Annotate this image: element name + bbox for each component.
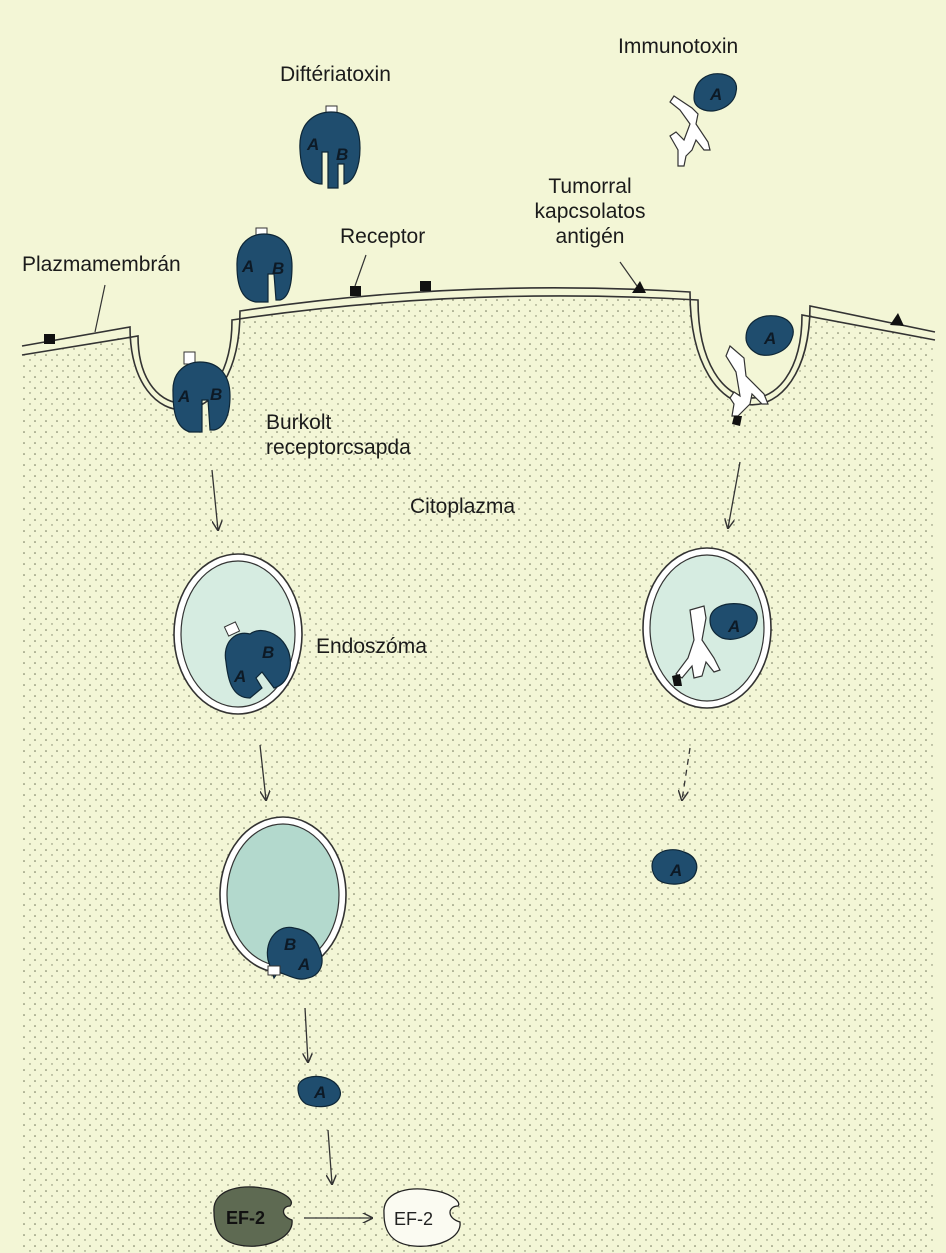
svg-text:A: A <box>709 85 722 104</box>
label-tumor-antigen-line: kapcsolatos <box>520 199 660 224</box>
label-coated-pit-line: receptorcsapda <box>266 435 411 460</box>
label-tumor-antigen-line: Tumorral <box>520 174 660 199</box>
label-diphtheria-toxin: Diftériatoxin <box>280 62 391 87</box>
svg-text:A: A <box>297 955 310 974</box>
receptor-marker <box>350 286 361 296</box>
label-coated-pit-line: Burkolt <box>266 410 411 435</box>
svg-text:A: A <box>763 329 776 348</box>
label-plasma-membrane: Plazmamembrán <box>22 252 181 277</box>
svg-text:A: A <box>727 617 740 636</box>
ef2-active: EF-2 <box>214 1187 292 1246</box>
label-cytoplasm: Citoplazma <box>410 494 515 519</box>
receptor-marker <box>420 281 431 291</box>
svg-text:B: B <box>284 935 296 954</box>
svg-text:A: A <box>669 861 682 880</box>
svg-text:EF-2: EF-2 <box>226 1208 265 1228</box>
svg-text:A: A <box>241 257 254 276</box>
label-coated-pit: Burkolt receptorcsapda <box>266 410 411 460</box>
svg-text:B: B <box>272 259 284 278</box>
a-fragment-right: A <box>652 850 697 884</box>
label-immunotoxin: Immunotoxin <box>618 34 738 59</box>
svg-text:B: B <box>336 145 348 164</box>
label-endosome: Endoszóma <box>316 634 427 659</box>
svg-text:B: B <box>210 385 222 404</box>
receptor-marker <box>44 334 55 344</box>
svg-text:A: A <box>313 1083 326 1102</box>
svg-text:A: A <box>306 135 319 154</box>
svg-text:A: A <box>233 667 246 686</box>
label-receptor: Receptor <box>340 224 425 249</box>
svg-text:B: B <box>262 643 274 662</box>
cytoplasm-region <box>22 296 935 1253</box>
svg-text:A: A <box>177 387 190 406</box>
label-tumor-antigen-line: antigén <box>520 224 660 249</box>
ef2-inactive: EF-2 <box>384 1189 460 1246</box>
label-tumor-antigen: Tumorral kapcsolatos antigén <box>520 174 660 249</box>
svg-text:EF-2: EF-2 <box>394 1209 433 1229</box>
